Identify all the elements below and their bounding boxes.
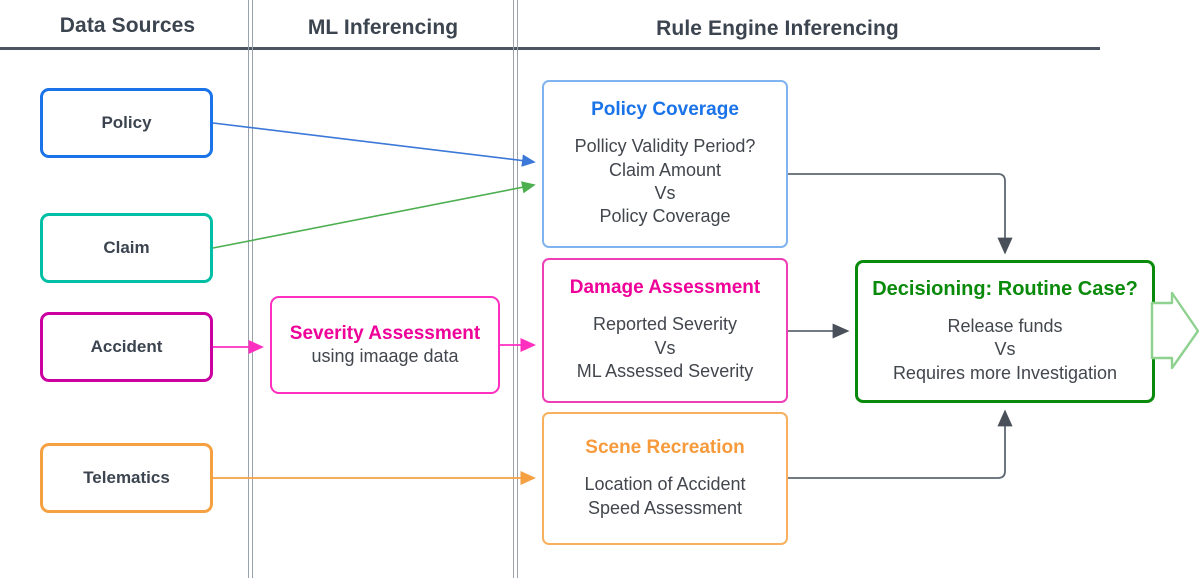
connector-claim-to-coverage: [212, 181, 536, 249]
lane-divider-1b: [252, 0, 253, 578]
rule-box-title-damage-assessment: Damage Assessment: [569, 277, 761, 299]
lane-divider-2a: [513, 0, 514, 578]
lane-divider-1a: [248, 0, 249, 578]
rule-box-title-scene-recreation: Scene Recreation: [585, 437, 745, 459]
source-box-claim[interactable]: Claim: [40, 213, 213, 283]
rule-box-body-scene-recreation: Location of Accident Speed Assessment: [584, 474, 746, 518]
rule-box-damage-assessment[interactable]: Damage Assessment Reported Severity Vs M…: [542, 258, 788, 403]
source-box-policy[interactable]: Policy: [40, 88, 213, 158]
source-label-accident: Accident: [90, 337, 163, 356]
rule-box-body-policy-coverage: Pollicy Validity Period? Claim Amount Vs…: [574, 136, 756, 227]
lane-title-rule-engine: Rule Engine Inferencing: [656, 17, 899, 40]
ml-box-severity-assessment[interactable]: Severity Assessment using imaage data: [270, 296, 500, 394]
rule-box-title-policy-coverage: Policy Coverage: [591, 99, 739, 121]
decision-box-body: Release funds Vs Requires more Investiga…: [892, 315, 1118, 383]
connector-scene-to-decision: [788, 409, 1013, 479]
rule-box-scene-recreation[interactable]: Scene Recreation Location of Accident Sp…: [542, 412, 788, 545]
ml-box-body: using imaage data: [311, 345, 459, 366]
source-label-policy: Policy: [101, 113, 152, 132]
rule-box-policy-coverage[interactable]: Policy Coverage Pollicy Validity Period?…: [542, 80, 788, 248]
output-arrow: [1150, 291, 1200, 370]
source-label-telematics: Telematics: [83, 468, 170, 487]
lane-title-data-sources: Data Sources: [59, 14, 196, 37]
source-box-telematics[interactable]: Telematics: [40, 443, 213, 513]
ml-box-title: Severity Assessment: [289, 322, 481, 344]
lane-divider-2b: [517, 0, 518, 578]
rule-box-body-damage-assessment: Reported Severity Vs ML Assessed Severit…: [576, 314, 754, 382]
connector-coverage-to-decision: [788, 173, 1013, 255]
decision-box-decisioning[interactable]: Decisioning: Routine Case? Release funds…: [855, 260, 1155, 403]
connector-policy-to-coverage: [212, 122, 536, 167]
header-underline: [0, 47, 1100, 50]
source-label-claim: Claim: [103, 238, 150, 257]
decision-box-title: Decisioning: Routine Case?: [872, 277, 1138, 300]
source-box-accident[interactable]: Accident: [40, 312, 213, 382]
lane-title-ml-inferencing: ML Inferencing: [307, 16, 459, 39]
